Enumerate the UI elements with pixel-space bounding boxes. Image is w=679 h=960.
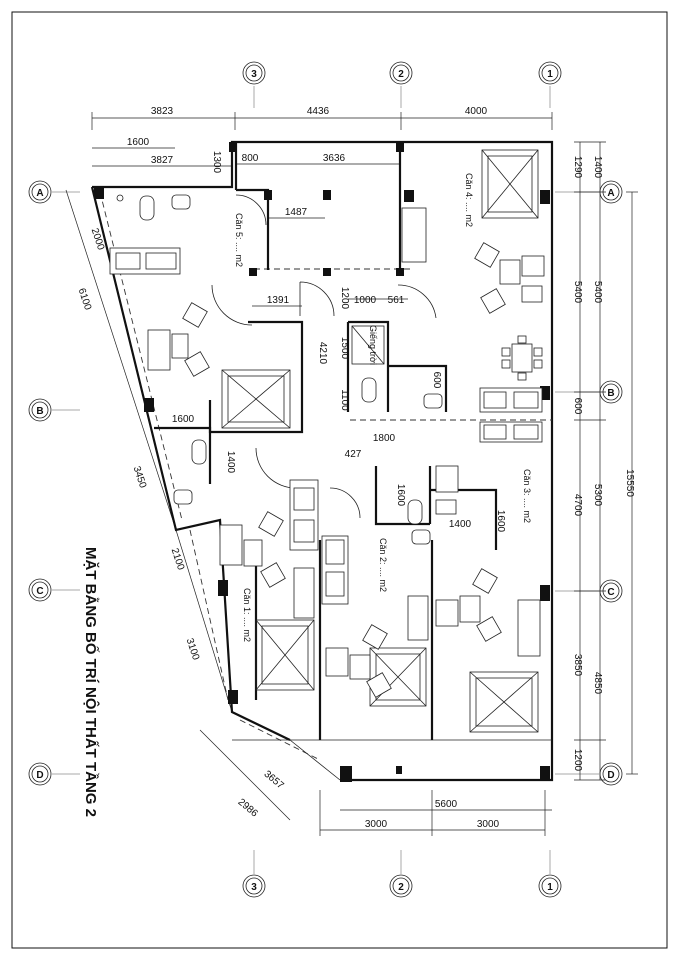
dim-1600-left-wc: 1600 [172,414,195,425]
dim-3657: 3657 [262,769,286,792]
svg-text:1: 1 [547,69,553,80]
dim-1000: 1000 [354,295,377,306]
dim-1400-left-wc: 1400 [225,451,236,474]
grid-bubble-B-left: B [28,398,52,422]
dim-3000-left: 3000 [365,819,388,830]
dim-5400-a: 5400 [572,281,583,304]
dim-5600: 5600 [435,799,458,810]
dim-4210: 4210 [317,342,328,365]
room-label-can1: Căn 1: .... m2 [242,588,252,642]
dim-1290: 1290 [572,156,583,179]
svg-text:A: A [36,188,43,199]
dim-1600-top: 1600 [127,137,150,148]
grid-bubble-C-left: C [28,578,52,602]
svg-text:3: 3 [251,69,257,80]
svg-text:2: 2 [398,69,404,80]
dim-561: 561 [388,295,405,306]
grid-bubble-3-top: 3 [242,61,266,85]
dim-15550: 15550 [624,469,635,497]
dim-5400-b: 5400 [592,281,603,304]
dim-1100: 1100 [339,389,350,411]
dim-1200-mid: 1200 [339,287,350,310]
svg-text:A: A [607,188,614,199]
svg-text:2: 2 [398,882,404,893]
drawing-frame [11,11,668,949]
left-dimensions [65,189,291,821]
top-dimensions [91,112,553,307]
dim-4850: 4850 [592,672,603,695]
dim-427: 427 [345,449,362,460]
grid-bubble-1-bottom: 1 [538,874,562,898]
dim-800: 800 [242,153,259,164]
dim-1391: 1391 [267,295,290,306]
right-dimensions [574,141,638,781]
dim-1487: 1487 [285,207,308,218]
room-label-can4: Căn 4: .... m2 [464,173,474,227]
grid-bubble-2-top: 2 [389,61,413,85]
dim-3823: 3823 [151,106,174,117]
svg-text:1: 1 [547,882,553,893]
svg-text:3: 3 [251,882,257,893]
dim-1400-center-wc: 1400 [449,519,472,530]
dim-600-mid: 600 [431,372,442,389]
grid-bubble-A-left: A [28,180,52,204]
bottom-dimensions [319,790,552,836]
dim-4436: 4436 [307,106,330,117]
inner-walls [154,142,498,740]
structural-columns [94,142,550,782]
dim-1300: 1300 [211,151,222,174]
dim-6100: 6100 [76,287,93,312]
svg-text:B: B [36,406,43,417]
dim-3100-left: 3100 [184,637,201,662]
grid-bubble-3-bottom: 3 [242,874,266,898]
dim-1500: 1500 [339,337,350,360]
outer-walls [90,140,554,782]
grid-bubble-D-left: D [28,762,52,786]
room-label-can5: Căn 5: .... m2 [234,213,244,267]
dim-1200-right: 1200 [572,749,583,772]
door-swings [211,194,437,519]
fixtures [109,194,545,698]
grid-bubble-1-top: 1 [538,61,562,85]
dim-600-right: 600 [572,398,583,415]
dim-4700: 4700 [572,494,583,517]
svg-text:D: D [36,770,43,781]
dim-1800: 1800 [373,433,396,444]
void-boxes [221,149,539,733]
room-label-gieng-troi: Giếng trời [368,325,378,365]
grid-axis-lines [52,86,599,874]
dim-3850: 3850 [572,654,583,677]
dim-5300: 5300 [592,484,603,507]
dim-1400-right: 1400 [592,156,603,179]
dim-2100-left: 2100 [169,547,186,572]
room-label-can3: Căn 3: .... m2 [522,469,532,523]
drawing-title: MẶT BẰNG BỐ TRÍ NỘI THẤT TẦNG 2 [82,547,100,817]
dim-1600-center-right: 1600 [495,510,506,533]
grid-bubble-2-bottom: 2 [389,874,413,898]
svg-text:C: C [36,586,43,597]
svg-text:C: C [607,587,614,598]
room-label-can2: Căn 2: .... m2 [378,538,388,592]
svg-text:B: B [607,388,614,399]
svg-text:D: D [607,770,614,781]
dim-3827: 3827 [151,155,174,166]
dim-3636: 3636 [323,153,346,164]
dim-1600-center-wc: 1600 [395,484,406,507]
dim-2986: 2986 [236,797,260,820]
dim-3450: 3450 [131,465,148,490]
dim-4000: 4000 [465,106,488,117]
grid-bubble-D-right: D [599,762,623,786]
dim-3000-right: 3000 [477,819,500,830]
